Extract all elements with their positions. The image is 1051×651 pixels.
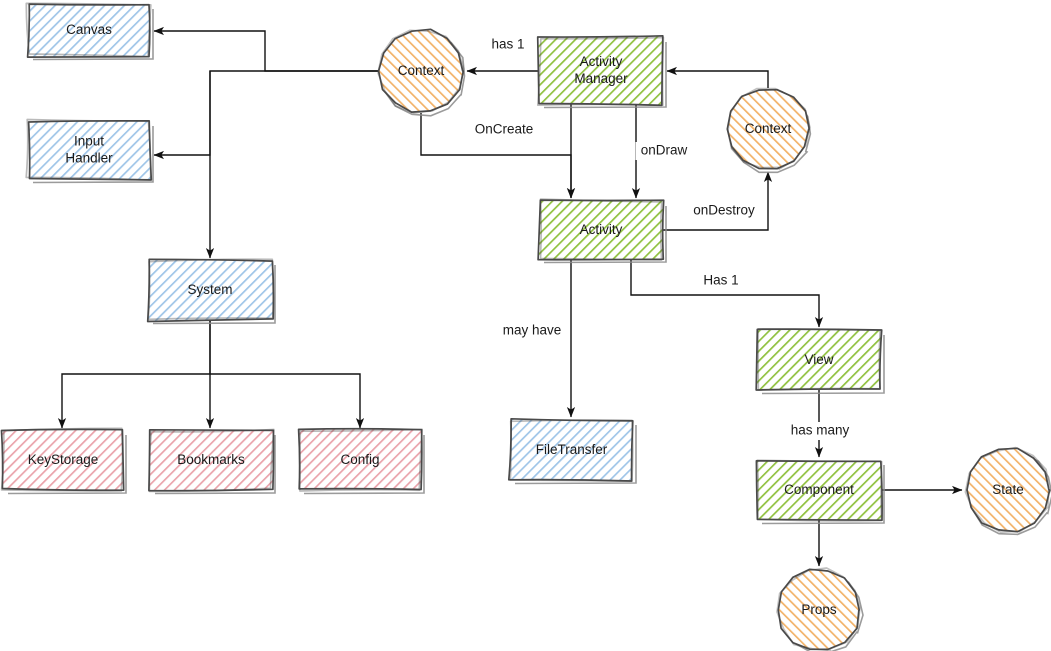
node-body[interactable] xyxy=(0,428,125,492)
node-body[interactable] xyxy=(755,459,883,522)
edge-system-to-config xyxy=(210,373,365,429)
node-body[interactable] xyxy=(26,3,151,58)
node-shadow xyxy=(32,9,154,61)
node-body[interactable] xyxy=(297,427,423,491)
edge-line xyxy=(57,320,211,429)
node-config[interactable]: Config xyxy=(297,427,425,495)
node-shadow xyxy=(303,435,425,495)
edge-line xyxy=(210,373,365,429)
node-shadow xyxy=(7,435,127,495)
node-outline-sketch xyxy=(25,118,152,182)
node-body[interactable] xyxy=(148,428,275,492)
node-shadow xyxy=(514,425,637,485)
node-system[interactable]: System xyxy=(146,258,276,325)
node-shadow xyxy=(154,435,276,495)
edge-activity-to-ctxr xyxy=(663,171,773,231)
edge-line xyxy=(630,259,824,328)
node-body[interactable] xyxy=(507,417,634,482)
node-view[interactable]: View xyxy=(755,327,885,395)
node-shadow xyxy=(32,126,154,184)
node-shadow xyxy=(761,465,885,525)
node-outline-sketch xyxy=(299,428,423,492)
node-shadow xyxy=(761,335,885,395)
node-body[interactable] xyxy=(777,568,861,651)
node-activity[interactable]: Activity xyxy=(537,198,667,264)
edges-layer xyxy=(57,26,963,567)
node-outline-sketch xyxy=(776,567,861,651)
edge-line xyxy=(666,66,769,88)
node-outline-sketch xyxy=(147,258,275,321)
node-shadow xyxy=(543,206,667,264)
edge-ctxr-to-am xyxy=(666,66,769,88)
node-body[interactable] xyxy=(536,34,664,107)
node-context-left[interactable]: Context xyxy=(377,28,466,117)
node-outline-sketch xyxy=(509,419,634,483)
node-state[interactable]: State xyxy=(964,446,1051,536)
node-keystorage[interactable]: KeyStorage xyxy=(0,427,127,495)
node-shadow xyxy=(543,42,667,109)
edge-line xyxy=(663,171,773,231)
node-body[interactable] xyxy=(27,119,153,181)
edge-label-backdrop xyxy=(783,422,857,440)
edge-ctx-to-inputhandler xyxy=(153,70,379,160)
edge-label-backdrop xyxy=(635,142,693,160)
node-context-right[interactable]: Context xyxy=(726,87,812,174)
node-body[interactable] xyxy=(377,28,465,113)
node-outline-sketch xyxy=(757,327,882,391)
edge-label-backdrop xyxy=(483,36,533,54)
node-component[interactable]: Component xyxy=(755,459,885,525)
node-body[interactable] xyxy=(146,258,275,323)
edge-line xyxy=(153,70,379,160)
edge-ctx-to-canvas xyxy=(153,26,379,72)
node-body[interactable] xyxy=(537,199,665,261)
edge-label-backdrop xyxy=(495,322,569,340)
node-outline-sketch xyxy=(148,428,275,493)
node-outline-sketch xyxy=(539,198,663,261)
node-canvas[interactable]: Canvas xyxy=(25,2,154,61)
node-outline-sketch xyxy=(727,87,811,170)
edge-activity-to-view xyxy=(630,259,824,328)
node-outline-sketch xyxy=(25,2,152,58)
edge-line xyxy=(153,26,379,72)
node-body[interactable] xyxy=(726,88,811,170)
node-outline-sketch xyxy=(536,36,665,107)
node-props[interactable]: Props xyxy=(776,567,864,651)
edge-label-backdrop xyxy=(683,202,765,220)
node-body[interactable] xyxy=(966,447,1051,533)
node-outline-sketch xyxy=(377,29,465,114)
node-bookmarks[interactable]: Bookmarks xyxy=(148,428,276,495)
node-shadow xyxy=(152,265,276,325)
edge-label-backdrop xyxy=(696,272,746,290)
node-body[interactable] xyxy=(755,328,883,391)
node-outline-sketch xyxy=(0,427,124,492)
node-outline-sketch xyxy=(756,459,883,522)
edge-system-to-keystorage xyxy=(57,320,211,429)
node-filetransfer[interactable]: FileTransfer xyxy=(507,417,637,485)
node-outline-sketch xyxy=(964,446,1050,533)
edge-label-backdrop xyxy=(467,121,541,139)
